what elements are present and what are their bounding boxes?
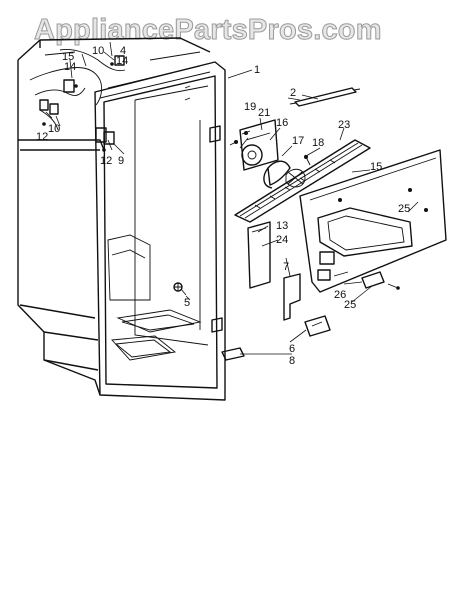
callout-6: 6 xyxy=(289,343,295,355)
callout-14-right: 14 xyxy=(116,55,128,67)
callout-13: 13 xyxy=(276,220,288,232)
callout-26: 26 xyxy=(334,289,346,301)
callout-12-mid: 12 xyxy=(100,155,112,167)
callout-10-left: 10 xyxy=(48,123,60,135)
callout-16: 16 xyxy=(276,117,288,129)
callout-9: 9 xyxy=(118,155,124,167)
leader-lines xyxy=(45,41,419,355)
callout-5: 5 xyxy=(184,297,190,309)
callout-8: 8 xyxy=(289,355,295,367)
callout-10-top: 10 xyxy=(92,45,104,57)
baffle-part-7 xyxy=(283,273,301,321)
callout-17: 17 xyxy=(292,135,304,147)
callout-25-right: 25 xyxy=(398,203,410,215)
callout-23: 23 xyxy=(338,119,350,131)
callout-21: 21 xyxy=(258,107,270,119)
callout-2: 2 xyxy=(290,87,296,99)
defrost-heater-part-2 xyxy=(289,87,361,107)
bracket-part-6 xyxy=(304,315,331,337)
callout-labels: 1 2 4 5 6 7 8 9 10 10 12 12 13 14 14 15 … xyxy=(36,45,410,367)
callout-1: 1 xyxy=(254,64,260,76)
callout-4: 4 xyxy=(120,45,126,57)
part-5-clip xyxy=(173,282,187,296)
evaporator-cover-part-23 xyxy=(234,139,371,223)
callout-14-top: 14 xyxy=(64,61,76,73)
callout-18: 18 xyxy=(312,137,324,149)
insulation-panel-part-13 xyxy=(247,221,271,289)
callout-24: 24 xyxy=(276,234,288,246)
callout-12-left: 12 xyxy=(36,131,48,143)
callout-25-bottom: 25 xyxy=(344,299,356,311)
callout-15-right: 15 xyxy=(370,161,382,173)
pad-part-8 xyxy=(221,347,245,361)
callout-7: 7 xyxy=(283,261,289,273)
cabinet-liner xyxy=(17,37,226,401)
watermark-logo: AppliancePartsPros.com xyxy=(34,14,382,47)
rear-panel-assembly xyxy=(299,149,447,293)
callout-19: 19 xyxy=(244,101,256,113)
callout-15-left: 15 xyxy=(62,51,74,63)
fan-motor-assembly xyxy=(229,119,311,189)
wiring-harness xyxy=(29,49,126,152)
